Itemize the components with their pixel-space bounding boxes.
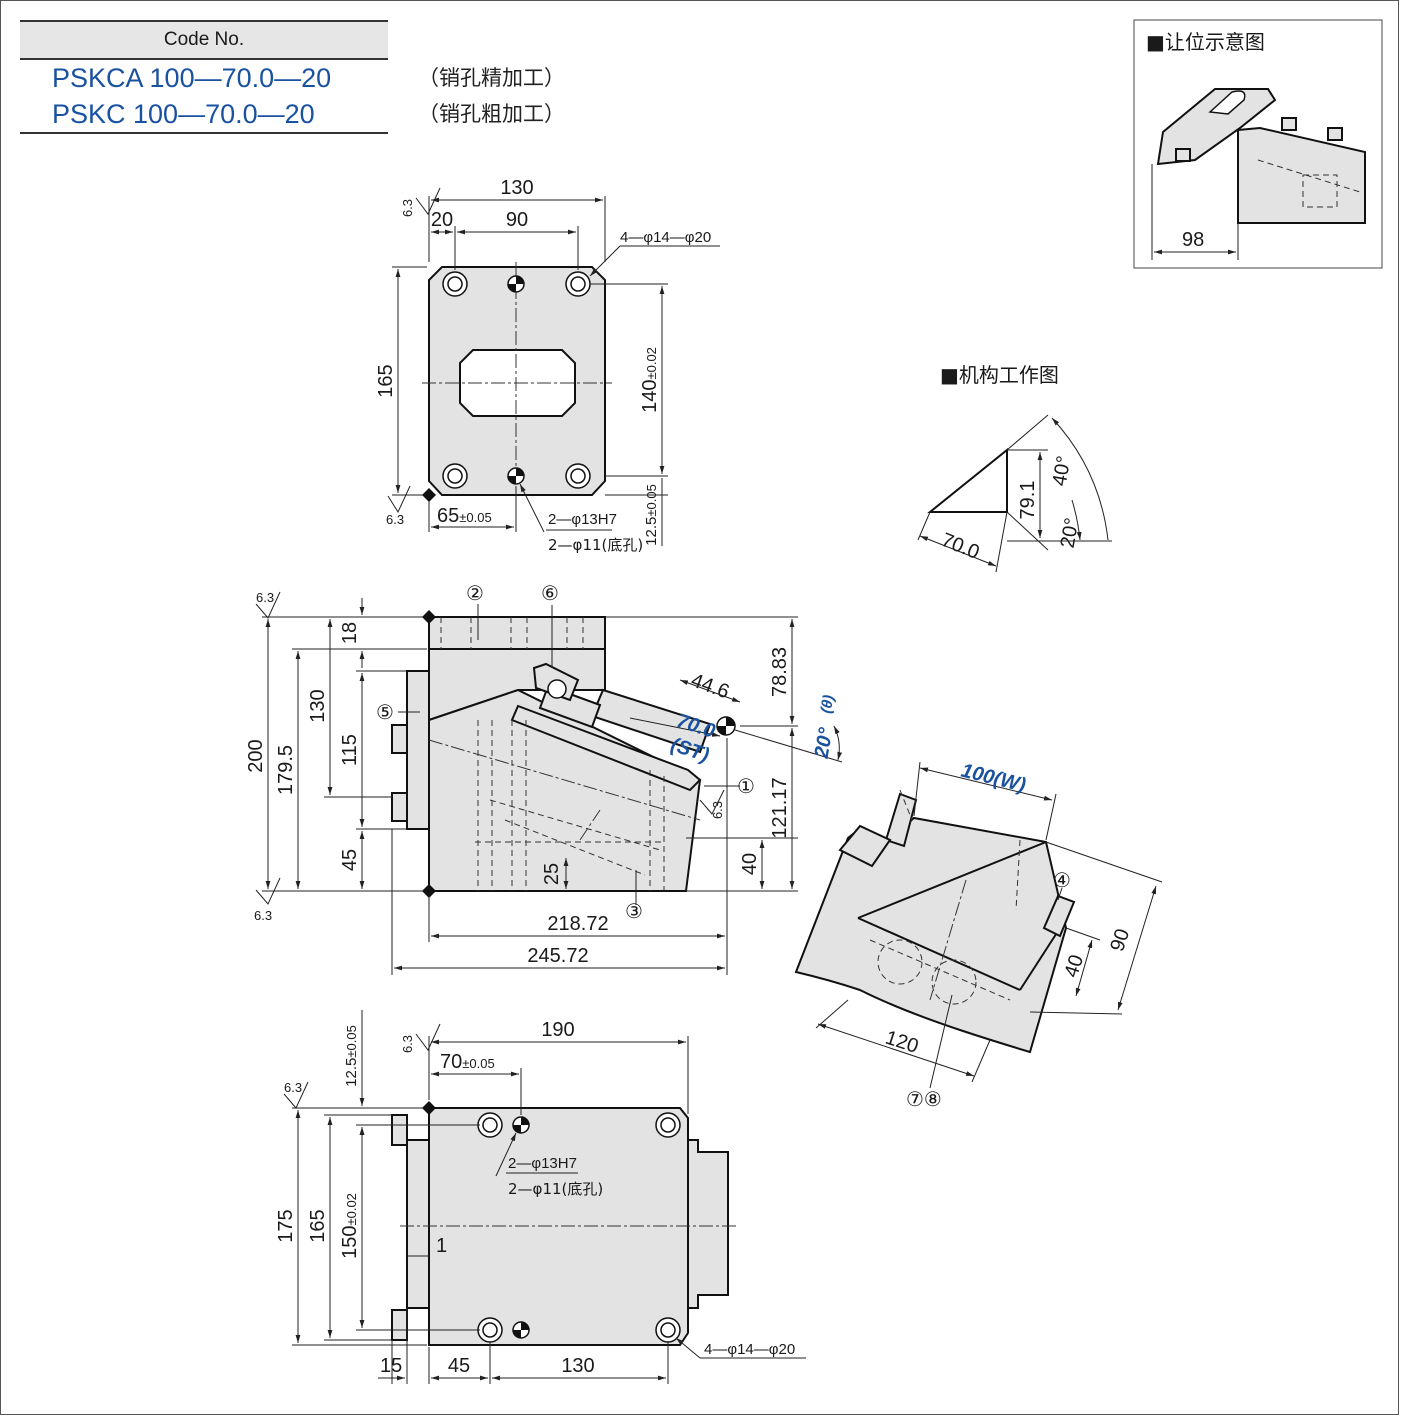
roughness-symbol: 6.3 [386, 485, 411, 527]
roughness-symbol: 6.3 [254, 877, 281, 923]
code-value: PSKC 100—70.0—20 [52, 99, 315, 129]
code-table-header: Code No. [20, 20, 388, 60]
mechanism-dim-79-1: 79.1 [1017, 481, 1039, 520]
bottom-dim-70: 70±0.05 [440, 1051, 495, 1073]
front-dim-179-5: 179.5 [275, 745, 297, 795]
code-table: Code No. PSKCA 100—70.0—20 （销孔精加工） PSKC … [20, 20, 565, 134]
front-dim-245-72: 245.72 [527, 945, 588, 967]
iso-view: 100(W) 90 40 120 ④ ⑦⑧ [794, 760, 1163, 1111]
front-dim-40: 40 [739, 853, 761, 875]
front-dim-121-17: 121.17 [769, 777, 791, 838]
front-dim-18: 18 [339, 622, 361, 644]
top-dim-90: 90 [506, 209, 528, 231]
callout-1: ① [737, 774, 755, 798]
callout-3: ③ [625, 899, 643, 923]
bottom-view: 190 70±0.05 12.5±0.05 175 165 150±0.02 1… [275, 1010, 806, 1384]
bottom-bolt-holes-label: 4—φ14—φ20 [704, 1341, 795, 1358]
callout-2: ② [466, 581, 484, 605]
front-dim-45: 45 [339, 849, 361, 871]
roughness-symbol: 6.3 [400, 1023, 441, 1053]
top-bolt-holes-label: 4—φ14—φ20 [620, 229, 711, 246]
svg-text:6.3: 6.3 [400, 1035, 415, 1053]
roughness-symbol: 6.3 [400, 187, 441, 217]
svg-text:6.3: 6.3 [386, 512, 404, 527]
front-dim-25: 25 [541, 863, 563, 885]
front-angle-label: (θ) [818, 694, 838, 715]
mechanism-angle-20: 20° [1057, 516, 1084, 550]
code-row: PSKCA 100—70.0—20 （销孔精加工） [20, 60, 565, 96]
bottom-pin-pilot-label: 2—φ11(底孔) [508, 1180, 603, 1198]
iso-dim-90: 90 [1106, 926, 1134, 954]
mechanism-title: ■机构工作图 [940, 363, 1059, 387]
callout-6: ⑥ [541, 581, 559, 605]
iso-width: 100(W) [959, 760, 1028, 797]
front-dim-200: 200 [245, 739, 267, 772]
svg-text:6.3: 6.3 [400, 199, 415, 217]
bottom-dim-150: 150±0.02 [339, 1193, 361, 1259]
code-note: （销孔粗加工） [418, 102, 565, 126]
svg-text:6.3: 6.3 [284, 1080, 302, 1095]
bolt-hole [565, 463, 591, 489]
front-dim-44-6: 44.6 [688, 669, 732, 703]
bottom-dim-165: 165 [307, 1209, 329, 1242]
front-dim-115: 115 [339, 734, 361, 766]
code-row: PSKC 100—70.0—20 （销孔粗加工） [20, 96, 565, 132]
front-dim-218-72: 218.72 [547, 913, 608, 935]
callout-7-8: ⑦⑧ [906, 1087, 942, 1111]
callout-4: ④ [1053, 868, 1071, 892]
bottom-dim-175: 175 [275, 1209, 297, 1242]
top-dim-165: 165 [375, 364, 397, 397]
pin-hole [512, 1321, 530, 1339]
pin-hole [507, 467, 525, 485]
roughness-symbol: 6.3 [255, 590, 281, 619]
top-dim-12-5: 12.5±0.05 [643, 484, 660, 546]
mechanism-dim-70: 70.0 [938, 529, 982, 564]
clearance-diagram: ■让位示意图 98 [1133, 19, 1383, 269]
front-view: 200 179.5 130 115 45 18 78.83 121.17 40 … [245, 581, 843, 975]
top-dim-20: 20 [431, 209, 453, 231]
top-dim-140: 140±0.02 [639, 347, 661, 413]
svg-text:6.3: 6.3 [256, 590, 274, 605]
bolt-hole [565, 271, 591, 297]
code-table-rule [20, 132, 388, 134]
top-pin-pilot-label: 2—φ11(底孔) [548, 536, 643, 554]
bottom-pin-h7-label: 2—φ13H7 [508, 1155, 577, 1172]
code-note: （销孔精加工） [418, 66, 565, 90]
code-value: PSKCA 100—70.0—20 [52, 63, 332, 93]
roughness-symbol: 6.3 [283, 1080, 309, 1109]
svg-text:6.3: 6.3 [710, 801, 725, 819]
bolt-hole [655, 1317, 681, 1343]
bottom-dim-190: 190 [541, 1019, 574, 1041]
front-dim-130: 130 [307, 689, 329, 722]
bottom-dim-130: 130 [561, 1355, 594, 1377]
mechanism-diagram: ■机构工作图 79.1 70.0 40° 20° [917, 363, 1112, 573]
bolt-hole [655, 1112, 681, 1138]
pin-hole [512, 1116, 530, 1134]
bottom-dim-15: 15 [380, 1355, 402, 1377]
top-dim-130: 130 [500, 177, 533, 199]
callout-5: ⑤ [376, 700, 394, 724]
bolt-hole [442, 271, 468, 297]
top-view: 130 20 90 165 140±0.02 12.5±0.05 65±0.05… [375, 177, 720, 554]
bolt-hole [477, 1112, 503, 1138]
front-angle-value: 20° [810, 725, 837, 761]
pin-hole [507, 275, 525, 293]
svg-text:6.3: 6.3 [254, 908, 272, 923]
clearance-dim-98: 98 [1182, 229, 1204, 251]
bolt-hole [477, 1317, 503, 1343]
mechanism-angle-40: 40° [1049, 454, 1076, 488]
top-dim-65: 65±0.05 [437, 505, 492, 527]
front-dim-78-83: 78.83 [769, 647, 791, 697]
bottom-dim-45: 45 [448, 1355, 470, 1377]
roughness-symbol: 6.3 [699, 789, 725, 819]
bottom-dim-1: 1 [436, 1235, 447, 1257]
bottom-dim-12-5: 12.5±0.05 [343, 1025, 360, 1087]
bolt-hole [442, 463, 468, 489]
top-pin-h7-label: 2—φ13H7 [548, 511, 617, 528]
iso-dim-120: 120 [883, 1027, 922, 1058]
clearance-title: ■让位示意图 [1146, 30, 1265, 54]
iso-dim-40: 40 [1060, 952, 1088, 980]
